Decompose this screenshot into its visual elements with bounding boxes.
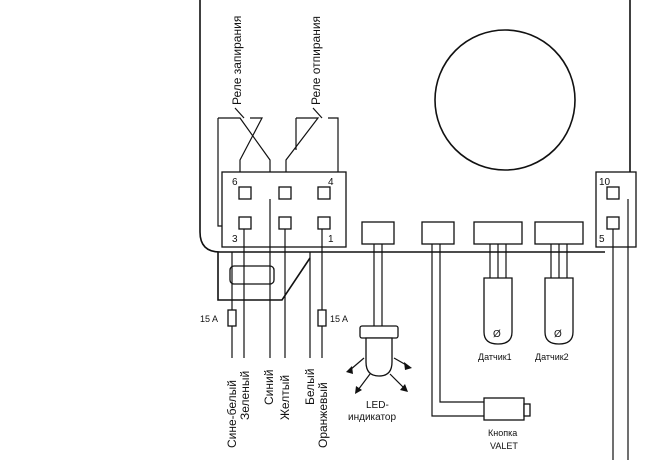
- pin-10: [606, 186, 620, 200]
- pin-2: [278, 216, 292, 230]
- valet-label-line2: VALET: [490, 441, 518, 451]
- pin-label-5: 5: [599, 234, 605, 245]
- pin-1: [317, 216, 331, 230]
- pin-label-6: 6: [232, 177, 238, 188]
- pin-label-1: 1: [328, 234, 334, 245]
- led-label-line2: индикатор: [348, 412, 396, 423]
- wire-label-blue: Синий: [262, 370, 276, 405]
- pin-3: [238, 216, 252, 230]
- sensor-1-symbol: Ø: [493, 329, 501, 340]
- fuse-left-label: 15 A: [200, 314, 218, 324]
- sensor-2-symbol: Ø: [554, 329, 562, 340]
- relay-labels: Реле запирания Реле отпирания: [230, 16, 323, 105]
- fuse-left: [227, 309, 237, 327]
- led-label-line1: LED-: [366, 400, 389, 411]
- harness-clamp: [217, 252, 311, 301]
- sensor-2: Ø Датчик2: [535, 244, 574, 362]
- sensor-1: Ø Датчик1: [478, 244, 513, 362]
- wire-label-yellow: Желтый: [278, 375, 292, 420]
- pin-5-right: [606, 216, 620, 230]
- harness-wires: [231, 199, 323, 358]
- pin-label-10: 10: [599, 177, 611, 188]
- pin-5: [278, 186, 292, 200]
- connector-right: 10 5: [595, 171, 637, 248]
- wire-label-orange: Оранжевый: [316, 382, 330, 448]
- pin-4: [317, 186, 331, 200]
- sensor2-connector: [534, 221, 584, 245]
- fuse-right-label: 15 A: [330, 314, 348, 324]
- led-indicator: LED- индикатор: [346, 244, 412, 423]
- fuse-right: [317, 309, 327, 327]
- wire-labels: Сине-белый Зеленый Синий Желтый Белый Ор…: [225, 369, 330, 448]
- sensor-1-label: Датчик1: [478, 352, 512, 362]
- led-connector: [361, 221, 395, 245]
- speaker-circle: [434, 29, 576, 171]
- wire-label-blue-white: Сине-белый: [225, 380, 239, 448]
- sensor-2-label: Датчик2: [535, 352, 569, 362]
- sensor1-connector: [473, 221, 523, 245]
- wire-label-white: Белый: [303, 369, 317, 405]
- unlock-relay-label: Реле отпирания: [309, 16, 323, 105]
- wire-label-green: Зеленый: [238, 371, 252, 420]
- control-unit-outline: [199, 0, 605, 253]
- pin-label-3: 3: [232, 234, 238, 245]
- valet-connector: [421, 221, 455, 245]
- pin-6: [238, 186, 252, 200]
- lock-relay-label: Реле запирания: [230, 16, 244, 105]
- pin-label-4: 4: [328, 177, 334, 188]
- connector-left: 6 4 3 1: [221, 171, 347, 248]
- valet-button: Кнопка VALET: [431, 244, 531, 451]
- valet-label-line1: Кнопка: [488, 428, 517, 438]
